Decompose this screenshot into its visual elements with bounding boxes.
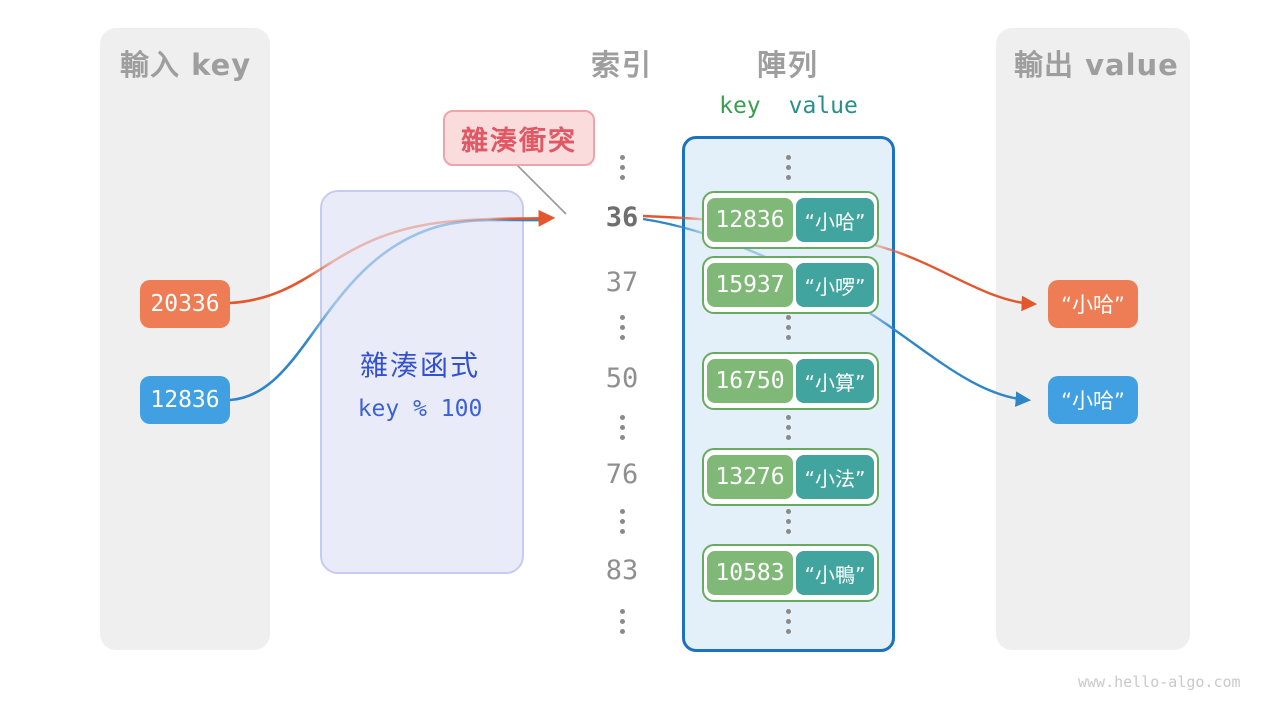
array-kv-header: key value [682,93,895,119]
pair-value: “小算” [796,359,874,403]
pair-key: 16750 [707,359,793,403]
array-pair: 13276 “小法” [702,448,879,506]
pair-value: “小法” [796,455,874,499]
array-pair: 10583 “小鴨” [702,544,879,602]
hash-function-formula: key % 100 [357,396,483,422]
array-ellipsis [785,415,791,440]
array-pair: 12836 “小哈” [702,191,879,249]
pair-key: 13276 [707,455,793,499]
pair-key: 15937 [707,263,793,307]
array-ellipsis [785,155,791,180]
index-value-50: 50 [605,363,639,394]
key-header-label: key [719,93,761,119]
index-value-37: 37 [605,267,639,298]
array-pair: 15937 “小啰” [702,256,879,314]
index-value-76: 76 [605,459,639,490]
value-header-label: value [788,93,858,119]
index-ellipsis [619,509,625,534]
input-panel [100,28,270,650]
pair-value: “小鴨” [796,551,874,595]
index-value-83: 83 [605,555,639,586]
pair-key: 12836 [707,198,793,242]
input-key-20336: 20336 [140,280,230,328]
index-value-36: 36 [605,202,639,233]
index-column-title: 索引 [590,48,653,82]
index-ellipsis [619,315,625,340]
array-pair: 16750 “小算” [702,352,879,410]
pair-value: “小啰” [796,263,874,307]
index-ellipsis [619,609,625,634]
hash-function-title: 雜湊函式 [359,349,480,382]
output-value-1: “小哈” [1048,280,1138,328]
output-panel-title: 輸出 value [1014,48,1179,82]
output-panel [996,28,1190,650]
array-ellipsis [785,315,791,340]
pair-key: 10583 [707,551,793,595]
index-ellipsis [619,415,625,440]
array-ellipsis [785,609,791,634]
array-column-title: 陣列 [756,48,819,82]
watermark: www.hello-algo.com [1078,673,1241,691]
output-value-2: “小哈” [1048,376,1138,424]
array-ellipsis [785,509,791,534]
collision-badge-label: 雜湊衝突 [461,125,577,157]
input-key-12836: 12836 [140,376,230,424]
index-ellipsis [619,155,625,180]
pair-value: “小哈” [796,198,874,242]
input-panel-title: 輸入 key [120,48,252,82]
collision-badge: 雜湊衝突 [443,110,595,166]
